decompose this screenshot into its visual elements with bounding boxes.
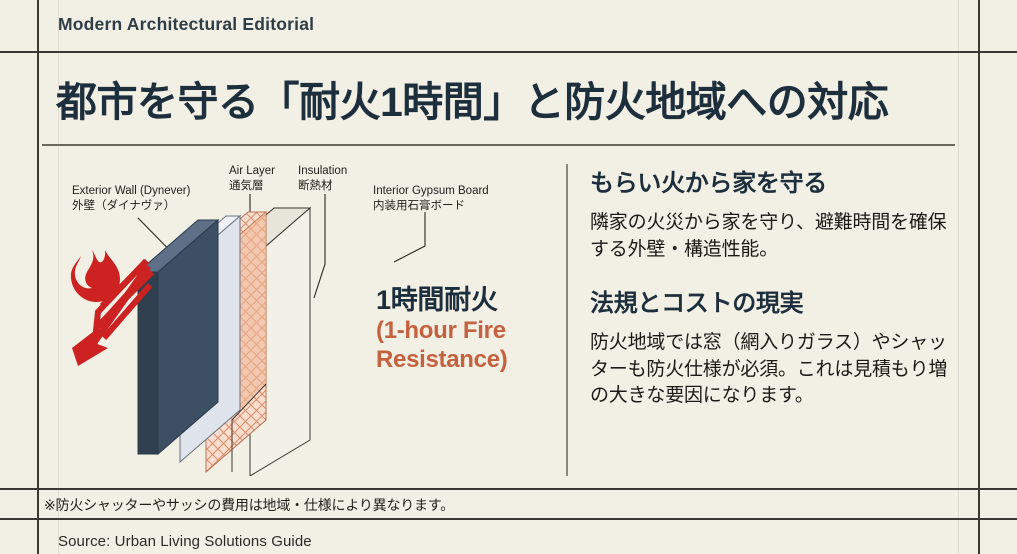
fire-resistance-en-line1: (1-hour Fire bbox=[376, 317, 506, 345]
wall-assembly-svg bbox=[70, 194, 426, 476]
diagram-label-exterior-wall-jp: 外壁（ダイナヴァ） bbox=[72, 200, 176, 213]
section-body-protect: 隣家の火災から家を守り、避難時間を確保する外壁・構造性能。 bbox=[590, 211, 947, 260]
fire-resistance-en: (1-hour Fire Resistance) bbox=[376, 317, 561, 374]
title-underline-rule bbox=[42, 144, 955, 146]
diagram-label-exterior-wall: Exterior Wall (Dynever) 外壁（ダイナヴァ） bbox=[72, 184, 190, 214]
frame-line-header-rule bbox=[0, 51, 1017, 53]
layer-exterior-wall bbox=[136, 218, 220, 456]
footnote: ※防火シャッターやサッシの費用は地域・仕様により異なります。 bbox=[44, 497, 455, 513]
diagram-label-insulation: Insulation 断熱材 bbox=[298, 164, 347, 194]
diagram-label-gypsum-board-jp: 内装用石膏ボード bbox=[373, 200, 465, 213]
diagram-label-gypsum-board: Interior Gypsum Board 内装用石膏ボード bbox=[373, 184, 489, 214]
frame-line-note-top bbox=[0, 488, 1017, 490]
column-divider bbox=[566, 164, 568, 476]
section-block-regulation: 法規とコストの現実 防火地域では窓（網入りガラス）やシャッターも防火仕様が必須。… bbox=[590, 290, 956, 411]
right-text-column: もらい火から家を守る 隣家の火災から家を守り、避難時間を確保する外壁・構造性能。… bbox=[590, 170, 956, 410]
page-title: 都市を守る「耐火1時間」と防火地域への対応 bbox=[56, 79, 889, 125]
section-block-protect: もらい火から家を守る 隣家の火災から家を守り、避難時間を確保する外壁・構造性能。 bbox=[590, 170, 956, 264]
section-heading-protect: もらい火から家を守る bbox=[590, 170, 827, 197]
editorial-kicker: Modern Architectural Editorial bbox=[58, 14, 315, 34]
flame-icon bbox=[70, 250, 120, 302]
deflected-heat-arrows-icon bbox=[72, 258, 155, 366]
guide-line-right bbox=[958, 0, 959, 554]
section-body-regulation: 防火地域では窓（網入りガラス）やシャッターも防火仕様が必須。これは見積もり増の大… bbox=[590, 331, 948, 407]
frame-line-vertical-right bbox=[978, 0, 980, 554]
diagram-label-air-layer: Air Layer 通気層 bbox=[229, 164, 275, 194]
guide-line-left bbox=[58, 0, 59, 554]
section-heading-regulation: 法規とコストの現実 bbox=[590, 289, 804, 317]
diagram-label-air-layer-jp: 通気層 bbox=[229, 180, 264, 193]
fire-resistance-callout: 1時間耐火 (1-hour Fire Resistance) bbox=[376, 285, 561, 374]
diagram-label-air-layer-en: Air Layer bbox=[229, 165, 276, 177]
diagram-label-exterior-wall-en: Exterior Wall (Dynever) bbox=[72, 185, 191, 197]
fire-resistance-jp: 1時間耐火 bbox=[376, 285, 498, 315]
source-line: Source: Urban Living Solutions Guide bbox=[58, 533, 312, 550]
wall-assembly-diagram: Exterior Wall (Dynever) 外壁（ダイナヴァ） Air La… bbox=[42, 152, 566, 476]
frame-line-note-bottom bbox=[0, 518, 1017, 520]
diagram-label-insulation-en: Insulation bbox=[298, 165, 348, 177]
frame-line-vertical-left bbox=[37, 0, 39, 554]
fire-resistance-en-line2: Resistance) bbox=[376, 345, 508, 373]
diagram-label-gypsum-board-en: Interior Gypsum Board bbox=[373, 185, 489, 197]
cutaway-edges bbox=[231, 383, 267, 472]
diagram-label-insulation-jp: 断熱材 bbox=[298, 180, 333, 193]
